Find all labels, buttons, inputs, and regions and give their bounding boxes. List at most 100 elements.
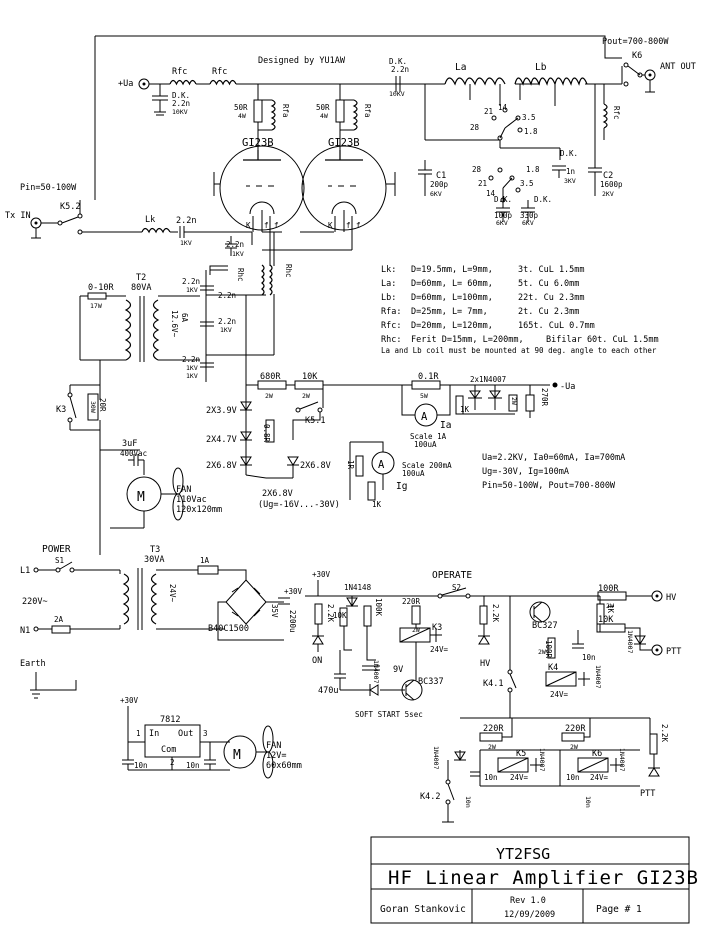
coil-row: Lk:: [381, 265, 396, 275]
dk2-type: D.K.: [494, 195, 512, 204]
tx-in-connector: [30, 217, 42, 239]
coil-row: Lb:: [381, 293, 396, 303]
relay-k5-coil: [497, 757, 542, 773]
hv-port-label: HV: [666, 593, 676, 603]
reg-c2: 10n: [186, 761, 200, 770]
k52-contact: [41, 200, 282, 245]
ia-trim: 1K: [460, 405, 470, 414]
coil-row: Rfc:: [381, 321, 401, 331]
k6-label: K6: [632, 51, 642, 61]
t3-va: 30VA: [144, 555, 164, 565]
r01-value: 0.1R: [418, 372, 439, 382]
sw2-35: 3.5: [520, 179, 534, 188]
ops-line-2: Ug=-30V, Ig=100mA: [482, 467, 569, 477]
psu-plus30: +30V: [284, 587, 303, 596]
t2-name: T2: [136, 273, 146, 283]
k42-d4007: 1N4007: [432, 746, 440, 770]
l1-label: L1: [20, 566, 30, 576]
ig-trim: 1K: [372, 500, 382, 509]
k5-c10n: 10n: [484, 773, 498, 782]
k3-contact: [67, 384, 100, 431]
reg-pin1: 1: [136, 729, 141, 738]
cap-10n: 10n: [582, 653, 596, 662]
hv-bypass-capacitor-1: [152, 84, 168, 116]
date: 12/09/2009: [504, 910, 555, 920]
dk3-rating: 6KV: [522, 219, 534, 227]
k4-label: K4: [548, 663, 558, 673]
ig-scale: Scale 200mA: [402, 461, 452, 470]
bc327-r100: 100R: [544, 640, 553, 659]
schematic-title: HF Linear Amplifier GI23B: [388, 867, 699, 889]
ctrl-plus30: +30V: [312, 570, 331, 579]
callsign: YT2FSG: [496, 845, 550, 863]
t3-name: T3: [150, 545, 160, 555]
s1-label: S1: [55, 556, 64, 565]
bridge-label: B40C1500: [208, 624, 249, 634]
coil-row: Rfa:: [381, 307, 401, 317]
sw2-28: 28: [472, 165, 482, 174]
diodes-label: 2x1N4007: [470, 375, 506, 384]
lk-label: Lk: [145, 215, 155, 225]
z3-label: 2X6.8V: [206, 461, 237, 471]
k6-coil-label: K6: [592, 749, 602, 759]
r270: 270R: [540, 388, 549, 407]
c2-rating: 2KV: [602, 190, 614, 198]
c1-value: 200p: [430, 180, 449, 189]
dk1-value: 1n: [566, 167, 575, 176]
bridge-rectifier: [217, 579, 284, 641]
author: Goran Stankovic: [380, 904, 466, 915]
r680-value: 680R: [260, 372, 281, 382]
reg-plus30: +30V: [120, 696, 139, 705]
relay-k4-coil: [545, 671, 590, 687]
k3-coil-label: K3: [432, 623, 442, 633]
ctrl-r22k: 2.2K: [326, 604, 335, 623]
fil-cap3-rating: 1KV: [220, 326, 232, 334]
fil-cap4-rating: 1KV: [186, 364, 198, 372]
bc337-transistor: [401, 679, 423, 701]
ig-meter-letter: A: [378, 459, 385, 471]
coil-row-dims: D=60mm, L=100mm,: [411, 293, 493, 303]
bc327-r2w: 2W: [538, 648, 546, 656]
transformer-t3: [119, 568, 225, 630]
bc337-label: BC337: [418, 677, 444, 687]
lower-c10c: 10n: [464, 796, 472, 808]
coil-table: Lk: D=19.5mm, L=9mm, 3t. CuL 1.5mm La: D…: [381, 265, 659, 355]
operate-switch-s2[interactable]: [437, 587, 471, 599]
minus-ua-label: -Ua: [560, 382, 575, 392]
operate-label: OPERATE: [432, 570, 472, 581]
rfa1-label: Rfa: [281, 104, 290, 118]
ia-scale: Scale 1A: [410, 432, 447, 441]
psu-cap: 2200u: [288, 610, 297, 633]
fan1-label: FAN: [176, 485, 191, 495]
tube1-label: GI23B: [242, 137, 274, 149]
k5-v: 24V=: [510, 773, 529, 782]
c2-label: C2: [603, 171, 613, 181]
ia-scale-2: 100uA: [414, 440, 437, 449]
hv-cap2-value: 2.2n: [391, 65, 409, 74]
power-switch-s1[interactable]: [33, 561, 120, 573]
tube1-f2-label: f: [274, 221, 279, 230]
fan2-m: M: [233, 748, 241, 763]
fan2-motor: M: [223, 725, 274, 779]
reg-out: Out: [178, 729, 193, 739]
reg-com: Com: [161, 745, 176, 755]
c2-value: 1600p: [600, 180, 623, 189]
ia-meter: A: [401, 385, 451, 427]
tube1-k-label: K: [246, 221, 251, 230]
relay-k6-coil: [577, 757, 622, 773]
designer-note: Designed by YU1AW: [258, 56, 346, 66]
k41-contact: [507, 596, 517, 718]
sw2-21: 21: [478, 179, 487, 188]
coil-row-turns: 165t. CuL 0.7mm: [518, 321, 595, 331]
z4-label: 2X6.8V: [300, 461, 331, 471]
k6-r220: 220R: [565, 724, 586, 734]
fan1-cap-voltage: 400Vac: [120, 449, 147, 458]
k5-r220-power: 2W: [488, 743, 496, 751]
coil-row-dims: Ferit D=15mm, L=200mm,: [411, 335, 524, 345]
ant-out-connector: [642, 69, 656, 93]
tube-1: [219, 145, 305, 232]
reg-ic: 7812: [160, 715, 180, 725]
ptt1-label: PTT: [666, 647, 681, 657]
k51-contact: [295, 385, 324, 413]
